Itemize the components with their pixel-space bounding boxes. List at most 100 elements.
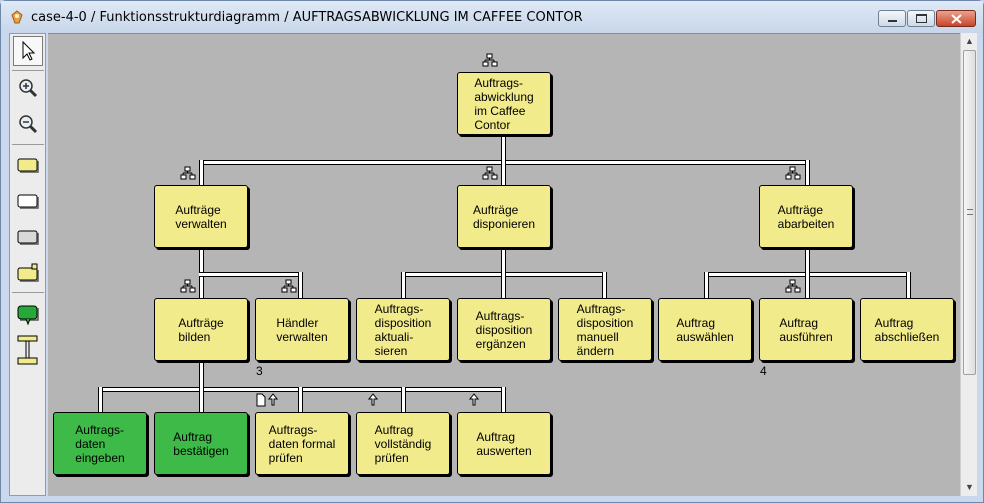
node-label: Auftrag auswählen xyxy=(676,315,734,344)
node-auftrag-vollstaendig-pruefen[interactable]: Auftrag vollständig prüfen xyxy=(356,412,450,475)
node-auftragsabwicklung[interactable]: Auftrags- abwicklung im Caffee Contor xyxy=(457,72,551,135)
scroll-up-button[interactable]: ▲ xyxy=(965,36,974,46)
connector xyxy=(501,248,506,275)
close-button[interactable] xyxy=(936,10,976,27)
maximize-button[interactable] xyxy=(907,10,935,27)
node-label: Auftrags- disposition manuell ändern xyxy=(576,301,634,358)
hierarchy-icon xyxy=(180,166,196,180)
node-label: Auftrags- disposition ergänzen xyxy=(475,308,533,351)
title-bar[interactable]: case-4-0 / Funktionsstrukturdiagramm / A… xyxy=(1,1,983,33)
minimize-icon xyxy=(888,20,897,22)
connector xyxy=(98,387,103,413)
node-auftraege-bilden[interactable]: Aufträge bilden xyxy=(154,298,248,361)
zoom-in-icon xyxy=(19,79,38,98)
node-label: Auftrags- daten formal prüfen xyxy=(268,422,336,465)
green-rect-icon xyxy=(17,305,39,326)
zoom-out-tool[interactable] xyxy=(13,110,43,140)
node-auftrag-auswaehlen[interactable]: Auftrag auswählen xyxy=(658,298,752,361)
gray-rect-icon xyxy=(17,230,39,245)
node-auftraege-verwalten[interactable]: Aufträge verwalten xyxy=(154,185,248,248)
node-auftraege-abarbeiten[interactable]: Aufträge abarbeiten xyxy=(759,185,853,248)
white-box-tool[interactable] xyxy=(13,186,43,216)
document-icon xyxy=(256,393,279,407)
note-rect-icon xyxy=(17,263,39,282)
node-disposition-manuell-aendern[interactable]: Auftrags- disposition manuell ändern xyxy=(558,298,652,361)
white-rect-icon xyxy=(17,194,39,209)
node-label: Auftrag abschließen xyxy=(874,315,940,344)
node-auftrag-ausfuehren[interactable]: Auftrag ausführen xyxy=(759,298,853,361)
hierarchy-icon xyxy=(281,279,297,293)
green-box-tool[interactable] xyxy=(13,298,43,328)
vertical-scrollbar[interactable]: ▲ ▼ xyxy=(960,33,977,496)
node-auftraege-disponieren[interactable]: Aufträge disponieren xyxy=(457,185,551,248)
arrow-up-icon xyxy=(468,393,480,406)
node-label: Auftrag auswerten xyxy=(476,429,532,458)
close-icon xyxy=(951,14,962,24)
node-label: Auftrags- daten eingeben xyxy=(75,422,125,465)
node-auftrag-auswerten[interactable]: Auftrag auswerten xyxy=(457,412,551,475)
maximize-icon xyxy=(916,14,927,23)
connector xyxy=(199,160,204,186)
connector xyxy=(602,272,607,299)
node-label: Aufträge disponieren xyxy=(472,202,536,231)
connector xyxy=(199,272,303,277)
hierarchy-icon xyxy=(482,53,498,67)
node-label: Auftrags- disposition aktuali- sieren xyxy=(374,301,432,358)
connector xyxy=(298,387,303,413)
node-auftragsdaten-eingeben[interactable]: Auftrags- daten eingeben xyxy=(53,412,147,475)
hierarchy-icon xyxy=(482,166,498,180)
window-title: case-4-0 / Funktionsstrukturdiagramm / A… xyxy=(31,10,583,25)
connector xyxy=(501,387,506,413)
node-auftrag-bestaetigen[interactable]: Auftrag bestätigen xyxy=(154,412,248,475)
arrow-up-icon xyxy=(367,393,379,406)
node-label: Auftrag vollständig prüfen xyxy=(374,422,432,465)
grip-icon xyxy=(967,209,973,215)
node-label: Aufträge verwalten xyxy=(175,202,227,231)
connector xyxy=(199,387,204,413)
node-label: Auftrag ausführen xyxy=(779,315,833,344)
connector xyxy=(298,272,303,299)
node-label: Auftrag bestätigen xyxy=(173,429,229,458)
connector xyxy=(401,272,406,299)
diagram-canvas[interactable]: Auftrags- abwicklung im Caffee Contor Au… xyxy=(48,33,960,496)
connector xyxy=(704,272,709,299)
yellow-box-tool[interactable] xyxy=(13,150,43,180)
tool-palette xyxy=(9,33,46,496)
app-icon xyxy=(11,10,23,24)
node-auftragsdaten-formal-pruefen[interactable]: Auftrags- daten formal prüfen xyxy=(255,412,349,475)
node-disposition-aktualisieren[interactable]: Auftrags- disposition aktuali- sieren xyxy=(356,298,450,361)
hierarchy-icon xyxy=(180,279,196,293)
subnode-count: 3 xyxy=(256,364,263,378)
zoom-in-tool[interactable] xyxy=(13,74,43,104)
select-tool[interactable] xyxy=(13,36,43,66)
arrow-pointer-icon xyxy=(22,40,36,61)
scroll-down-button[interactable]: ▼ xyxy=(965,482,974,492)
node-haendler-verwalten[interactable]: Händler verwalten xyxy=(255,298,349,361)
connector-icon xyxy=(17,335,38,365)
connector xyxy=(805,248,810,275)
node-auftrag-abschliessen[interactable]: Auftrag abschließen xyxy=(860,298,954,361)
gray-box-tool[interactable] xyxy=(13,222,43,252)
subnode-count: 4 xyxy=(760,364,767,378)
zoom-out-icon xyxy=(19,115,38,134)
node-label: Händler verwalten xyxy=(276,315,328,344)
node-label: Aufträge abarbeiten xyxy=(777,202,835,231)
connector xyxy=(906,272,911,299)
connector xyxy=(199,361,204,390)
connector xyxy=(805,272,810,299)
connector xyxy=(501,272,506,299)
connector xyxy=(401,387,406,413)
connector xyxy=(501,134,506,164)
scroll-thumb[interactable] xyxy=(963,50,976,375)
connector xyxy=(501,160,506,186)
minimize-button[interactable] xyxy=(878,10,906,27)
hierarchy-icon xyxy=(785,279,801,293)
hierarchy-icon xyxy=(785,166,801,180)
connector xyxy=(805,160,810,186)
connector-tool[interactable] xyxy=(13,334,43,365)
node-disposition-ergaenzen[interactable]: Auftrags- disposition ergänzen xyxy=(457,298,551,361)
yellow-rect-icon xyxy=(17,158,39,173)
node-label: Aufträge bilden xyxy=(178,315,224,344)
yellow-note-tool[interactable] xyxy=(13,258,43,288)
